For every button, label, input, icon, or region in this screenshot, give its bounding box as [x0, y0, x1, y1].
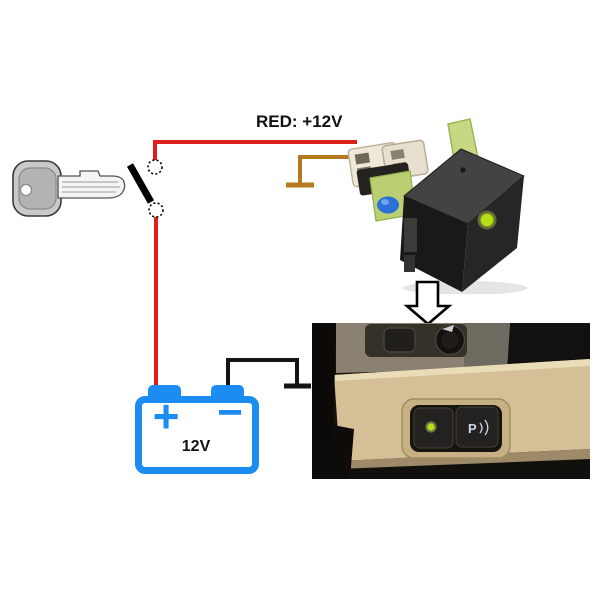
battery-positive-terminal: [148, 385, 181, 399]
battery-12v: [135, 396, 259, 474]
parking-button-label: P: [468, 421, 477, 436]
button-cube: [400, 148, 525, 292]
parking-sensor-waves-icon: [479, 419, 489, 436]
red-wire-label: RED: +12V: [256, 112, 343, 131]
dash-led-indicator: [427, 423, 435, 431]
dashboard-buttons-photo: P: [312, 323, 590, 479]
battery-minus-label: −: [217, 388, 243, 437]
capacitor: [377, 196, 399, 214]
push-button-led-module-photo: [347, 118, 527, 294]
door-jamb: [312, 323, 336, 445]
car-key-icon: [12, 160, 126, 217]
dash-button-bezel: P: [401, 398, 511, 459]
capacitor-highlight: [381, 199, 389, 205]
red-wire-top: [153, 140, 357, 162]
chassis-ground-symbol-black: [226, 358, 311, 390]
mirror-select-button: [383, 327, 416, 353]
dash-parking-button: [455, 406, 499, 448]
battery-voltage-label: 12V: [181, 438, 211, 455]
down-arrow-icon: [403, 280, 453, 326]
mirror-control-panel: [336, 323, 510, 373]
ignition-switch-symbol: [126, 159, 164, 218]
dash-bottom-shadow: [312, 459, 590, 479]
mirror-icon: [442, 325, 454, 332]
chassis-ground-symbol-brown: [286, 155, 353, 188]
battery-plus-label: +: [152, 390, 180, 442]
battery-negative-terminal: [211, 385, 244, 399]
green-led-indicator: [480, 213, 494, 227]
